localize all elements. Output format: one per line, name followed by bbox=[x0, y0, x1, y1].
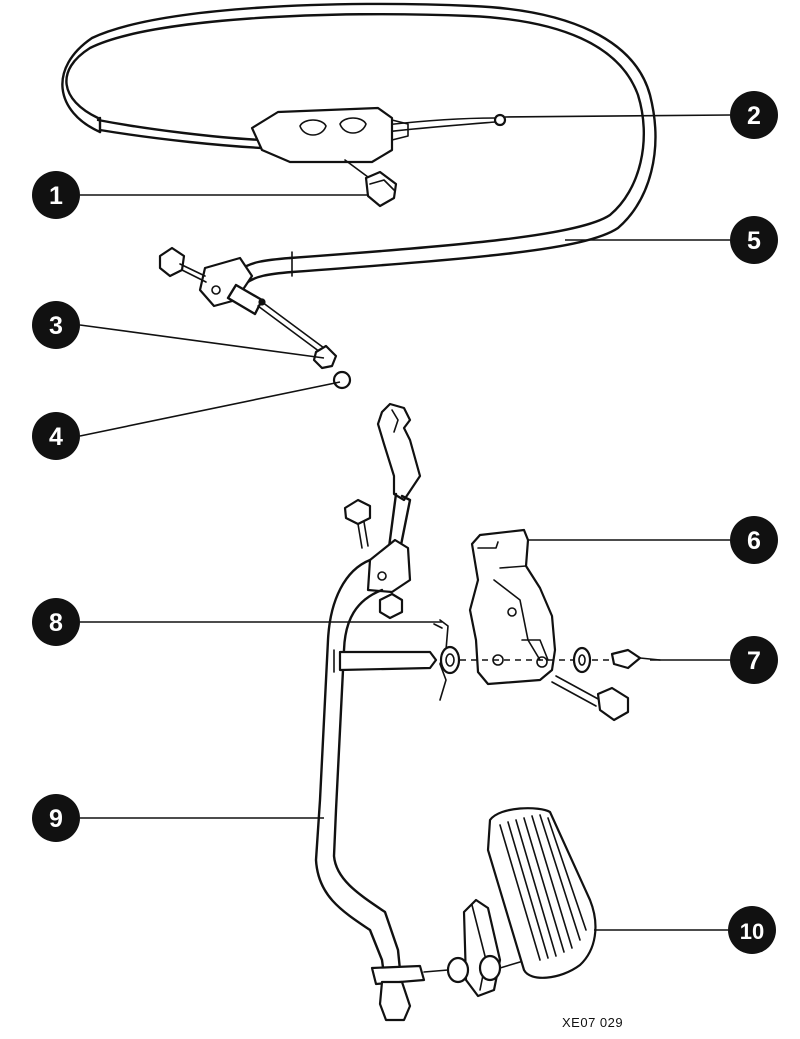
return-spring bbox=[433, 619, 461, 701]
callout-label: 10 bbox=[740, 919, 764, 944]
callout-3: 3 bbox=[32, 301, 80, 349]
callout-10: 10 bbox=[728, 906, 776, 954]
cable-adjuster bbox=[198, 256, 266, 316]
callout-7: 7 bbox=[730, 636, 778, 684]
callout-label: 7 bbox=[747, 647, 761, 675]
accelerator-cable bbox=[61, 2, 657, 286]
pedal-hinge bbox=[423, 898, 521, 998]
inner-cable-wire bbox=[257, 301, 352, 390]
callout-label: 9 bbox=[49, 805, 63, 833]
callout-label: 6 bbox=[747, 527, 761, 555]
figure-reference-code: XE07 029 bbox=[562, 1015, 623, 1030]
bracket-bolt bbox=[344, 159, 398, 208]
callout-label: 5 bbox=[747, 227, 761, 255]
callout-6: 6 bbox=[730, 516, 778, 564]
callout-9: 9 bbox=[32, 794, 80, 842]
callout-label: 1 bbox=[49, 182, 63, 210]
pivot-hardware bbox=[460, 646, 661, 722]
callout-label: 3 bbox=[49, 312, 63, 340]
pedal-mounting-bracket bbox=[468, 528, 557, 686]
callout-label: 8 bbox=[49, 609, 63, 637]
callout-label: 4 bbox=[49, 423, 63, 451]
callout-4: 4 bbox=[32, 412, 80, 460]
pedal-pad bbox=[486, 807, 597, 979]
callout-label: 2 bbox=[747, 102, 761, 130]
callout-1: 1 bbox=[32, 171, 80, 219]
pedal-lever bbox=[314, 402, 438, 1022]
callout-5: 5 bbox=[730, 216, 778, 264]
callout-8: 8 bbox=[32, 598, 80, 646]
callout-2: 2 bbox=[730, 91, 778, 139]
adjuster-bolt bbox=[158, 246, 207, 283]
leader-lines bbox=[79, 114, 731, 931]
cable-mounting-bracket bbox=[250, 106, 409, 164]
